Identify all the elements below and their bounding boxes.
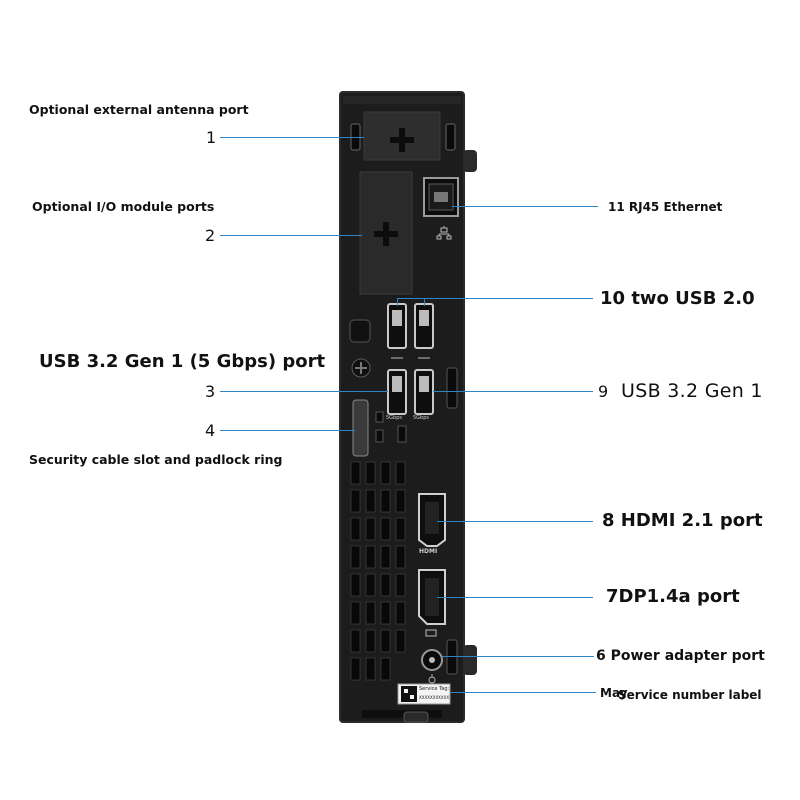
vent-grid [350, 461, 406, 681]
leader-line-5 [450, 692, 596, 693]
padlock-ring [352, 399, 369, 457]
callout-1-desc: Optional external antenna port [29, 102, 249, 117]
callout-3-number: 3 [205, 382, 216, 401]
plus-icon [390, 128, 414, 152]
hdmi-port [418, 493, 446, 547]
power-icon [428, 674, 436, 684]
callout-9-label: USB 3.2 Gen 1 [621, 380, 763, 402]
leader-line-10-drop-right [424, 298, 425, 306]
usb2-ports [387, 303, 434, 349]
leader-line-7 [437, 597, 593, 598]
callout-1-number: 1 [206, 128, 217, 147]
callout-10-label: 10 two USB 2.0 [600, 288, 755, 309]
callout-2-desc: Optional I/O module ports [32, 199, 215, 214]
network-icon [436, 226, 452, 240]
hdmi-logo: HDMI [419, 548, 438, 555]
callout-2-number: 2 [205, 226, 216, 245]
leader-line-10-drop-left [397, 298, 398, 306]
service-tag-label: Service Tag: [419, 686, 450, 692]
callout-4-desc: Security cable slot and padlock ring [29, 452, 283, 467]
displayport-icon [425, 629, 437, 637]
usb-speed-badge-right: 5Gbps [413, 415, 430, 421]
callout-7-label: 7DP1.4a port [606, 586, 740, 607]
plus-icon [374, 222, 398, 246]
leader-line-11 [452, 206, 598, 207]
leader-line-2 [220, 235, 362, 236]
callout-11-label: 11 RJ45 Ethernet [608, 200, 723, 214]
callout-6-label: 6 Power adapter port [596, 648, 765, 664]
displayport-port [418, 569, 446, 625]
callout-5-prefix: May [600, 686, 628, 700]
service-tag-value: XXXXXXXXXXX [419, 695, 450, 700]
leader-line-8 [437, 521, 593, 522]
leader-line-4 [220, 430, 355, 431]
qr-code [401, 686, 417, 702]
callout-9-number: 9 [598, 382, 609, 401]
usb3-ports [387, 369, 434, 415]
leader-line-6 [442, 656, 594, 657]
leader-line-9 [433, 391, 593, 392]
callout-5-label: Service number label [618, 688, 762, 702]
leader-line-1 [220, 137, 364, 138]
callout-4-number: 4 [205, 421, 216, 440]
leader-line-10 [397, 298, 593, 299]
leader-line-3 [220, 391, 388, 392]
callout-3-desc: USB 3.2 Gen 1 (5 Gbps) port [39, 351, 326, 372]
power-jack [421, 649, 443, 671]
callout-8-label: 8 HDMI 2.1 port [602, 510, 763, 531]
usb-speed-badge-left: 5Gbps [386, 415, 403, 421]
